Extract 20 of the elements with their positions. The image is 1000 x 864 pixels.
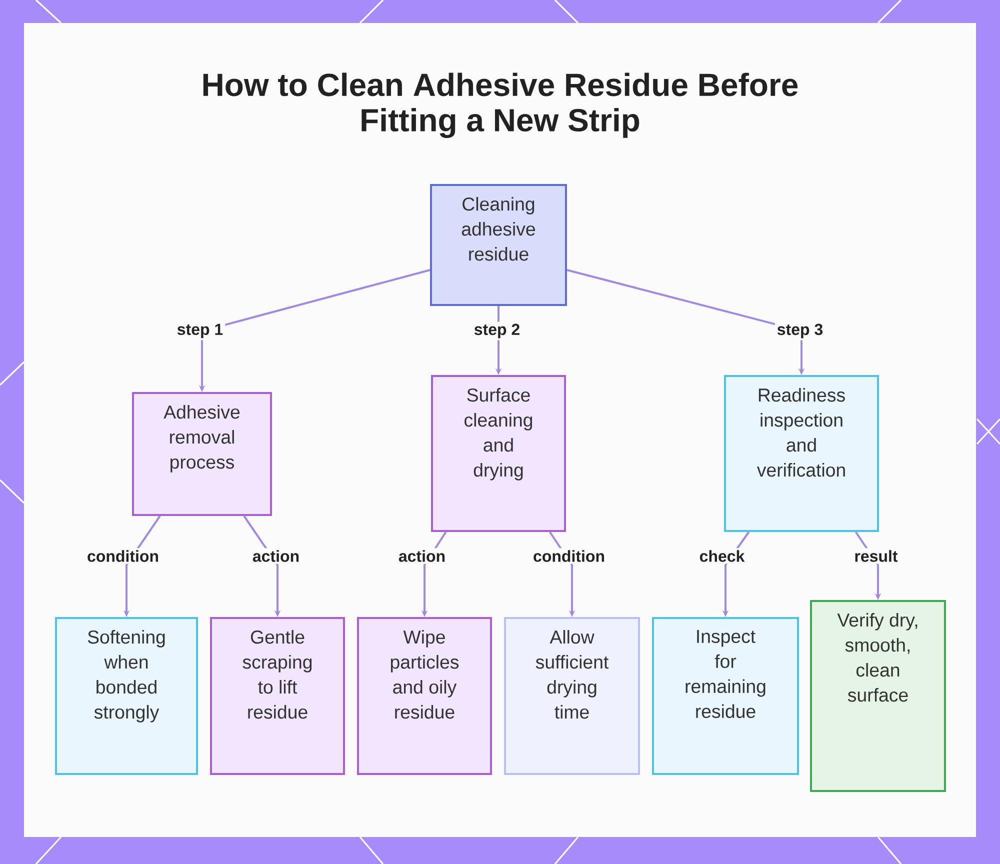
process-box: Surface cleaning and drying bbox=[431, 375, 566, 532]
process-box: Readiness inspection and verification bbox=[724, 375, 880, 532]
process-box: Adhesive removal process bbox=[132, 392, 272, 516]
title: How to Clean Adhesive Residue Before Fitting a New Strip bbox=[203, 72, 798, 138]
process-box: Gentle scraping to lift residue bbox=[210, 617, 346, 775]
edge-label: condition bbox=[531, 548, 607, 564]
edge-label: check bbox=[697, 548, 747, 564]
process-box: Cleaning adhesive residue bbox=[430, 184, 567, 306]
edge-label: action bbox=[250, 548, 302, 564]
process-box: Wipe particles and oily residue bbox=[357, 617, 492, 775]
process-box: Verify dry, smooth, clean surface bbox=[810, 600, 946, 792]
process-box: Inspect for remaining residue bbox=[652, 617, 799, 775]
edge-label: result bbox=[852, 548, 900, 564]
edge-label: condition bbox=[85, 548, 161, 564]
edge-label: step 1 bbox=[174, 322, 226, 340]
edge-label: step 2 bbox=[472, 322, 522, 340]
process-box: Softening when bonded strongly bbox=[55, 617, 198, 775]
process-box: Allow sufficient drying time bbox=[504, 617, 640, 775]
edge-label: action bbox=[396, 548, 448, 564]
edge-label: step 3 bbox=[774, 322, 826, 340]
